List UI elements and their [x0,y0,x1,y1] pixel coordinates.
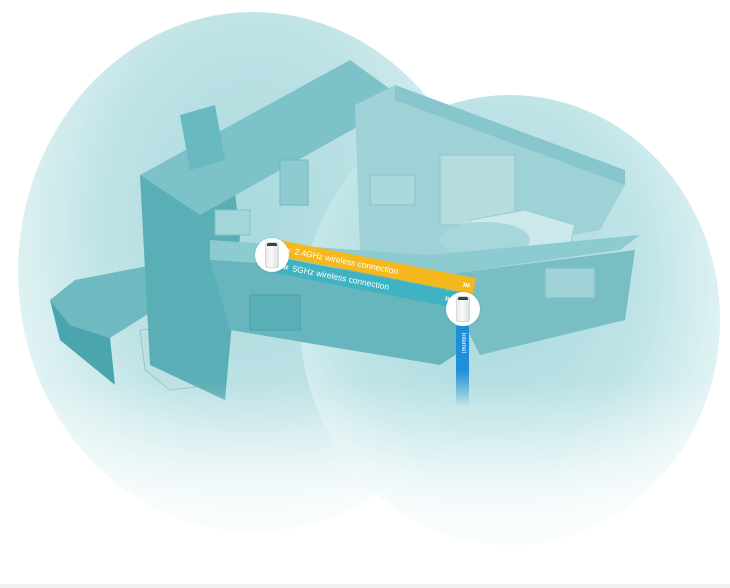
garage-wall [50,300,115,385]
wardrobe [439,154,516,226]
desk [369,174,416,206]
main-roof [140,60,405,215]
mesh-node-main [446,292,480,326]
mesh-node-upstairs [255,238,289,272]
table [214,209,251,236]
internet-uplink: Internet [456,326,469,406]
counter [249,294,301,331]
sofa [544,267,596,299]
router-icon [265,242,279,268]
bookshelf [279,159,309,206]
router-icon [456,296,470,322]
internet-label: Internet [460,332,466,354]
arrows-right-icon: ››› [461,278,471,291]
right-roof-edge [395,85,625,185]
bottom-divider [0,584,730,588]
fade-overlay [0,380,730,588]
dormer [180,105,225,170]
